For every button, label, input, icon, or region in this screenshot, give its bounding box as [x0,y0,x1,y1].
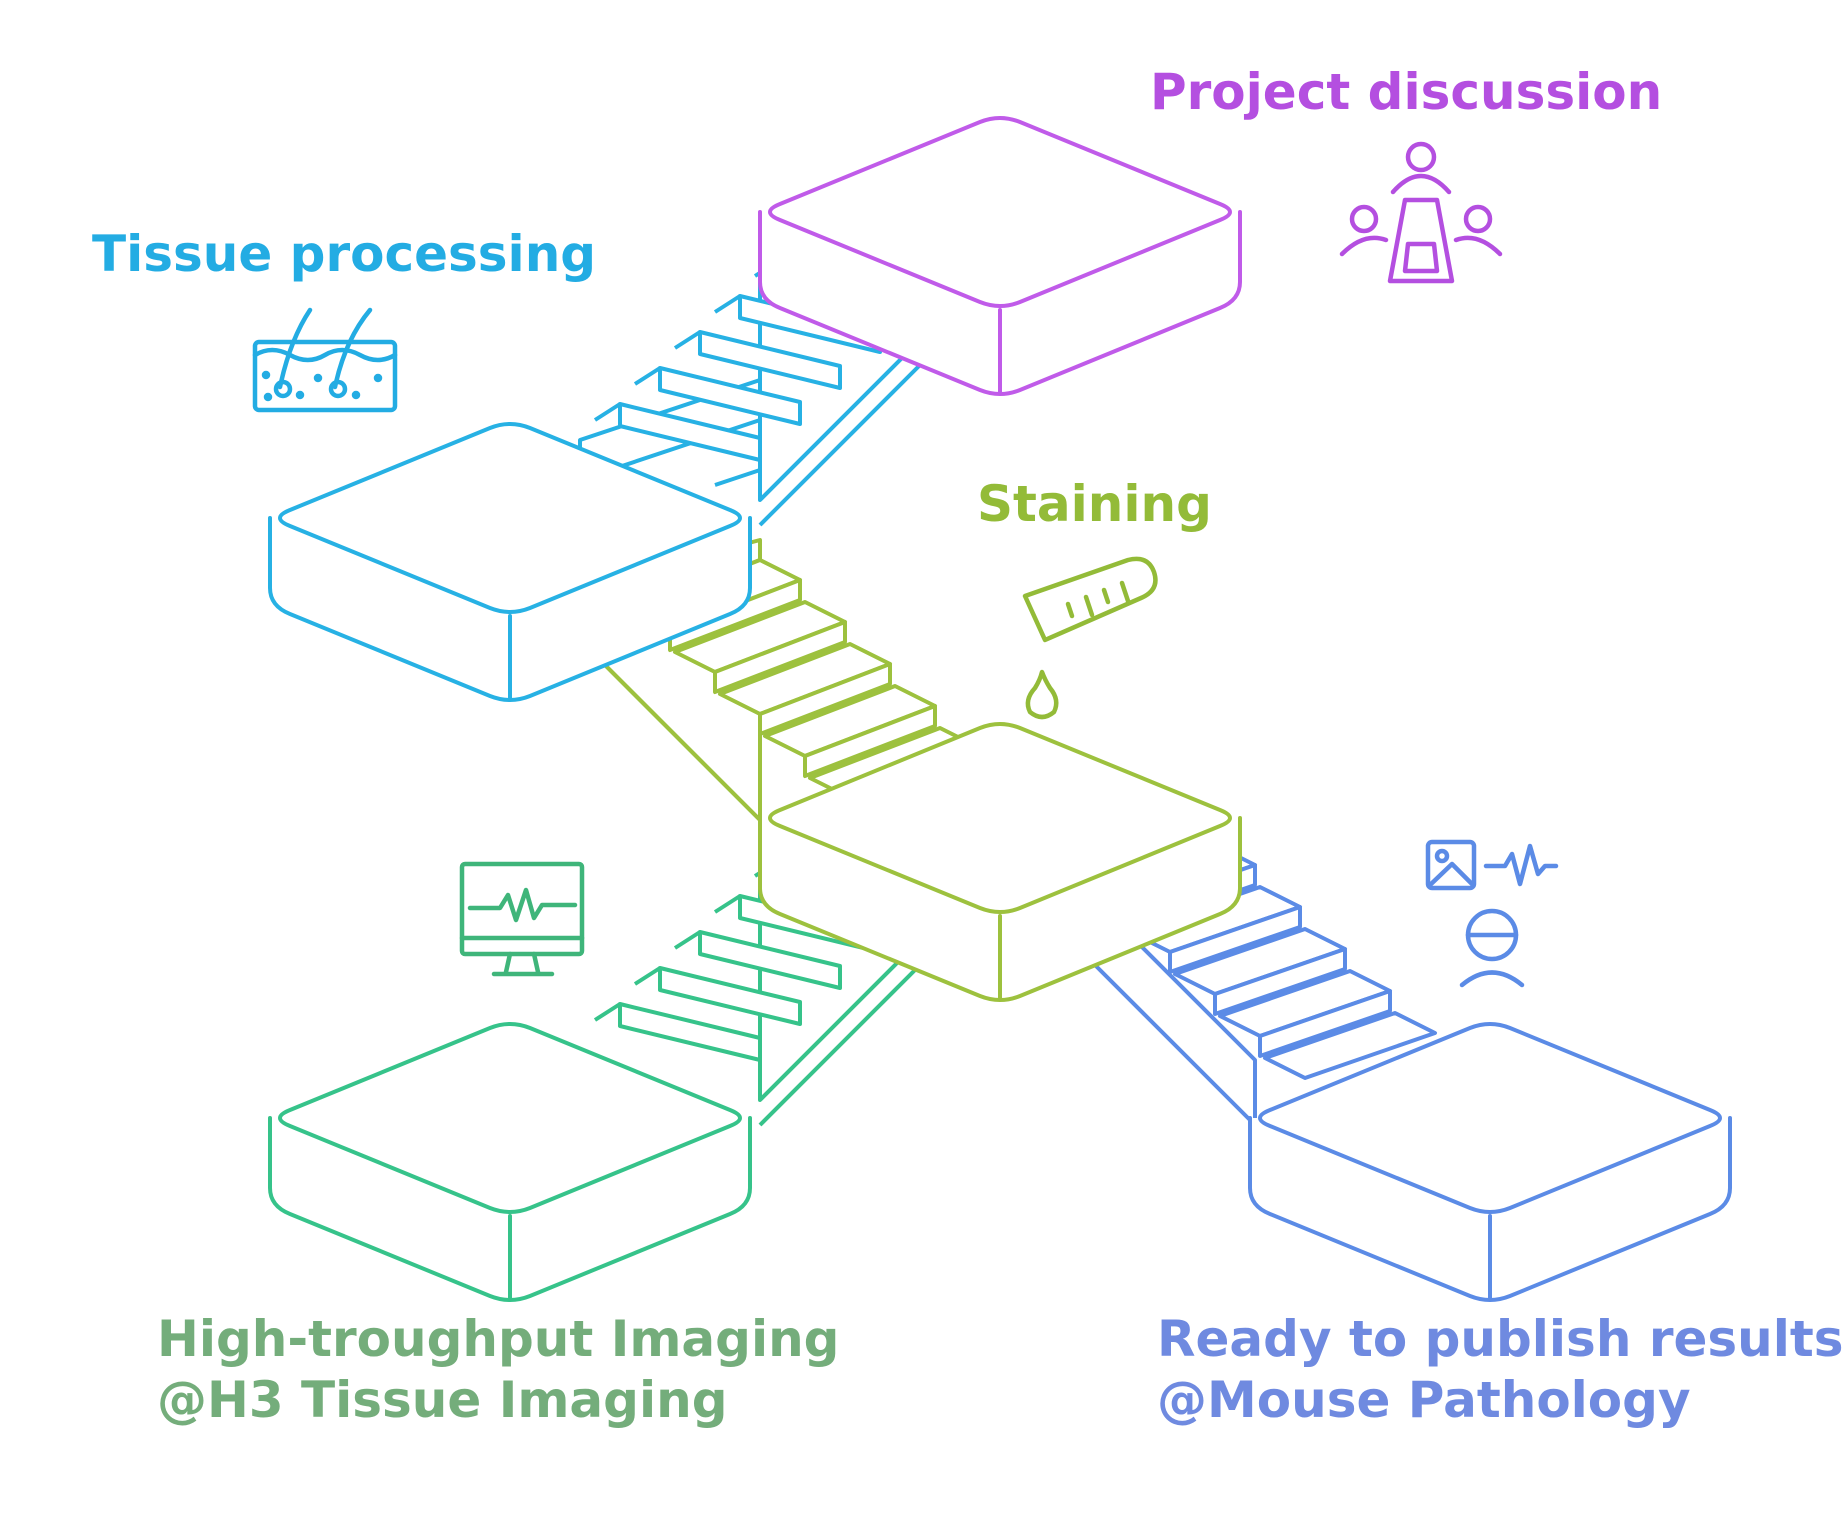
test-tube-drop-icon [1022,556,1158,720]
monitor-waveform-icon [459,861,585,977]
image-signal-user-icon [1425,839,1559,988]
skin-tissue-icon [252,307,398,413]
platform-imaging [268,1022,752,1302]
imaging-label-line1: High-troughput Imaging [157,1310,840,1368]
publish-label-line1: Ready to publish results [1157,1310,1844,1368]
project-discussion-label: Project discussion [1150,63,1663,121]
publish-label-line2: @Mouse Pathology [1157,1371,1691,1429]
meeting-table-icon [1339,141,1503,284]
publish-label: Ready to publish results @Mouse Patholog… [1157,1309,1844,1431]
staining-label: Staining [977,475,1212,533]
imaging-label-line2: @H3 Tissue Imaging [157,1371,728,1429]
imaging-label: High-troughput Imaging @H3 Tissue Imagin… [157,1309,839,1431]
tissue-processing-label: Tissue processing [92,225,597,283]
